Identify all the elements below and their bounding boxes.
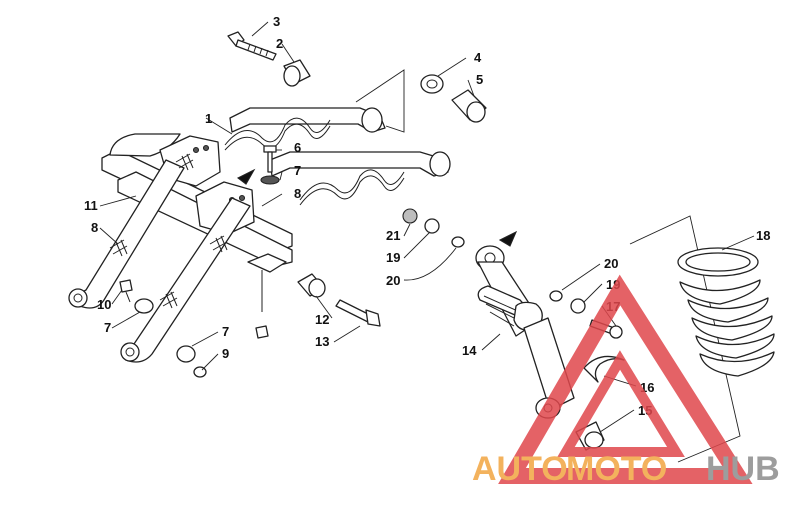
nut-21 (402, 208, 418, 224)
bushing-5 (451, 89, 487, 123)
callout-10: 10 (97, 297, 111, 312)
callout-11: 11 (84, 198, 98, 213)
callout-5: 5 (476, 72, 483, 87)
callout-3: 3 (273, 14, 280, 29)
nut-bracket-bottom (255, 325, 269, 339)
rear-suspension-frame (68, 107, 451, 363)
watermark-triangle-inner (557, 350, 685, 457)
watermark-moto: MOTO (566, 450, 667, 488)
callout-labels: 3 2 4 5 1 6 7 8 11 8 10 7 7 9 12 13 21 1… (84, 14, 770, 418)
washer-7-left (134, 298, 154, 314)
washer-4 (420, 74, 444, 94)
washer-7-top (260, 175, 280, 185)
callout-8-right: 8 (294, 186, 301, 201)
callout-9: 9 (222, 346, 229, 361)
watermark-logo: AUTO MOTO HUB (472, 274, 780, 488)
bushing-12 (297, 273, 326, 298)
callout-12: 12 (315, 312, 329, 327)
callout-2: 2 (276, 36, 283, 51)
callout-14: 14 (462, 343, 477, 358)
bolt-6 (263, 145, 277, 173)
callout-20-right: 20 (604, 256, 618, 271)
arrow-marker-a (236, 168, 256, 185)
washer-19-left (424, 218, 440, 234)
bolt-10 (119, 279, 133, 303)
watermark-hub: HUB (706, 450, 780, 488)
callout-4: 4 (474, 50, 482, 65)
shock-absorber-14 (475, 245, 575, 419)
callout-7-bottom: 7 (222, 324, 229, 339)
washer-19-right (570, 298, 586, 314)
washer-7-bottom (176, 345, 196, 363)
callout-7-top: 7 (294, 163, 301, 178)
callout-19-left: 19 (386, 250, 400, 265)
watermark-triangle-outer (498, 274, 753, 484)
bushing-2 (283, 59, 311, 87)
ring-20-right (549, 290, 563, 302)
callout-20-left: 20 (386, 273, 400, 288)
bolt-3 (227, 31, 277, 61)
bolt-13 (335, 299, 381, 327)
callout-6: 6 (294, 140, 301, 155)
ring-20-left (451, 236, 465, 248)
clip-16 (583, 355, 625, 383)
callout-1: 1 (205, 111, 212, 126)
callout-7-left: 7 (104, 320, 111, 335)
callout-8-left: 8 (91, 220, 98, 235)
arrow-marker-b (498, 230, 518, 247)
callout-13: 13 (315, 334, 329, 349)
watermark-auto: AUTO (472, 450, 568, 488)
callout-21: 21 (386, 228, 400, 243)
nut-9 (193, 366, 207, 378)
spring-17 (677, 247, 775, 377)
callout-17: 18 (756, 228, 770, 243)
